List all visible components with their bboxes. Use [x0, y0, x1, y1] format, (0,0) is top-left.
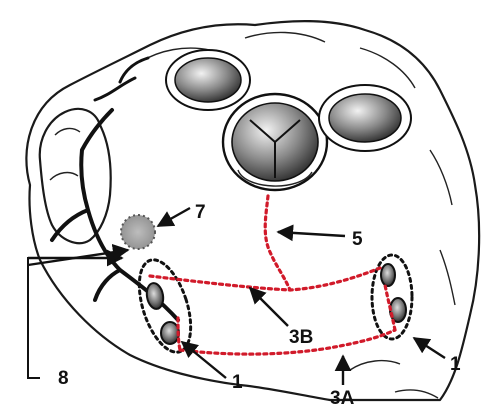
label-5: 5 — [352, 229, 363, 250]
appendage-lobe — [50, 128, 80, 180]
right-fold — [430, 150, 455, 305]
label-8: 8 — [58, 368, 69, 389]
heart-outline — [26, 21, 479, 400]
bracket-8 — [28, 258, 110, 378]
label-3b: 3B — [289, 327, 313, 348]
left-orifice-bottom — [161, 322, 179, 344]
label-3a: 3A — [330, 388, 355, 409]
left-orifice-top — [145, 282, 165, 310]
label-7: 7 — [195, 202, 206, 223]
path-3a — [180, 330, 395, 354]
valve-left — [166, 50, 250, 110]
arrow-1-left — [182, 342, 226, 378]
arrow-5 — [278, 232, 345, 236]
arrow-1-right — [414, 338, 445, 358]
right-orifice-top — [381, 264, 395, 286]
lower-right-fold — [350, 361, 438, 398]
label-1-left: 1 — [232, 372, 243, 393]
top-vessel — [95, 58, 148, 100]
path-3b — [150, 268, 380, 290]
arrow-3b — [250, 288, 288, 326]
structure-7-circle — [121, 215, 155, 249]
arrow-7 — [158, 208, 190, 226]
valve-right — [319, 85, 411, 151]
path-5 — [265, 196, 290, 290]
valve-center — [223, 94, 327, 190]
right-orifice-bottom — [390, 298, 406, 322]
label-1-right: 1 — [450, 354, 461, 375]
